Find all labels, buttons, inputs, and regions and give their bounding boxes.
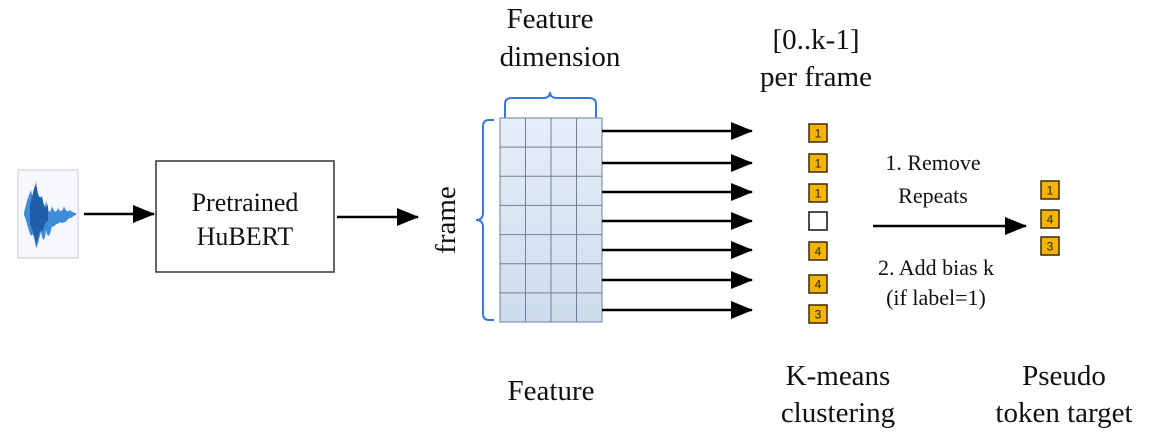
kmeans-label-line1: K-means [786, 360, 891, 392]
pseudo-token-box [1040, 180, 1060, 200]
kmeans-token-label: 3 [815, 308, 822, 322]
kmeans-token: 3 [808, 304, 828, 324]
pseudo-token-label: 1 [1047, 184, 1054, 198]
step1-line1: 1. Remove [885, 150, 980, 175]
kmeans-token-box [808, 241, 828, 261]
step2-line2: (if label=1) [886, 285, 986, 310]
kmeans-token-box [808, 183, 828, 203]
kmeans-token-box [808, 211, 828, 231]
kmeans-token [808, 211, 828, 231]
kmeans-token-box [808, 304, 828, 324]
kmeans-label-line2: clustering [781, 397, 895, 429]
pseudo-token-label: 3 [1047, 240, 1054, 254]
kmeans-token-column: 1 1 1 4 4 3 [808, 123, 828, 324]
pseudo-token-label: 4 [1047, 213, 1054, 227]
frame-brace [475, 119, 494, 321]
pseudo-token-column: 1 4 3 [1040, 180, 1060, 256]
kmeans-token: 1 [808, 153, 828, 173]
model-box: Pretrained HuBERT [155, 160, 335, 273]
kmeans-token-label: 4 [815, 278, 822, 292]
feature-label: Feature [508, 375, 595, 407]
kmeans-token-label: 1 [815, 127, 822, 141]
kmeans-token-label: 1 [815, 187, 822, 201]
kmeans-token-box [808, 123, 828, 143]
pseudo-token: 4 [1040, 209, 1060, 229]
kmeans-token: 4 [808, 241, 828, 261]
frame-arrows [602, 122, 753, 319]
model-box-line1: Pretrained [192, 188, 299, 217]
step1-line2: Repeats [898, 183, 968, 208]
kmeans-token-label: 4 [815, 245, 822, 259]
kmeans-token-label: 1 [815, 157, 822, 171]
model-box-line2: HuBERT [197, 222, 294, 251]
kmeans-token: 1 [808, 123, 828, 143]
frame-axis-label: frame [430, 186, 462, 254]
feature-dimension-label-line2: dimension [500, 41, 621, 73]
feature-matrix [499, 117, 603, 323]
feature-dimension-brace [504, 91, 597, 120]
pseudo-token: 3 [1040, 236, 1060, 256]
feature-dimension-label-line1: Feature [507, 3, 594, 35]
pseudo-target-label-line2: token target [995, 397, 1132, 429]
kmeans-token: 4 [808, 274, 828, 294]
kmeans-token: 1 [808, 183, 828, 203]
step2-line1: 2. Add bias k [878, 255, 994, 280]
pseudo-target-label-line1: Pseudo [1022, 360, 1106, 392]
pseudo-token: 1 [1040, 180, 1060, 200]
kmeans-range-label-line1: [0..k-1] [773, 24, 860, 56]
pseudo-token-box [1040, 236, 1060, 256]
kmeans-token-box [808, 274, 828, 294]
pseudo-token-box [1040, 209, 1060, 229]
kmeans-range-label-line2: per frame [760, 61, 872, 93]
audio-waveform-icon [17, 169, 79, 259]
kmeans-token-box [808, 153, 828, 173]
